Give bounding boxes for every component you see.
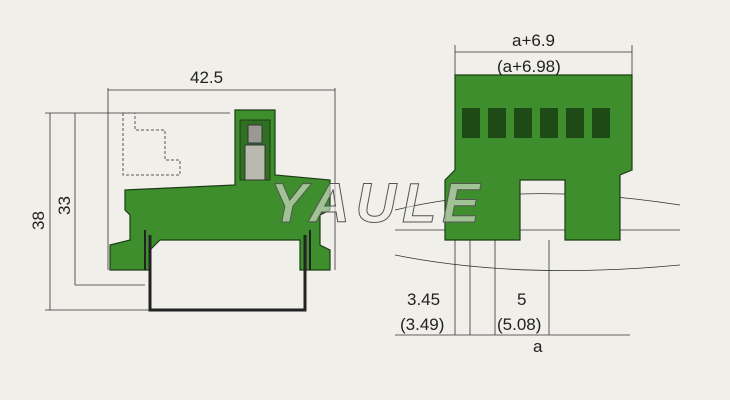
height2-dimension: 33 [55,196,74,215]
top-dimension-alt: (a+6.98) [497,57,561,76]
a-dimension: a [533,337,543,356]
pitch-dimension-alt: (5.08) [497,315,541,334]
side-view: 42.5 38 33 [29,68,336,312]
watermark-logo: YAULE [270,171,486,234]
offset-dimension: 3.45 [407,290,440,309]
pitch-dimension: 5 [517,290,526,309]
offset-dimension-alt: (3.49) [400,315,444,334]
terminal-slots [462,108,610,138]
width-dimension: 42.5 [190,68,223,87]
top-dimension: a+6.9 [512,31,555,50]
front-view: a+6.9 (a+6.98) 3.45 (3.49) 5 (5.08) a [394,31,681,356]
height-dimension: 38 [29,211,48,230]
